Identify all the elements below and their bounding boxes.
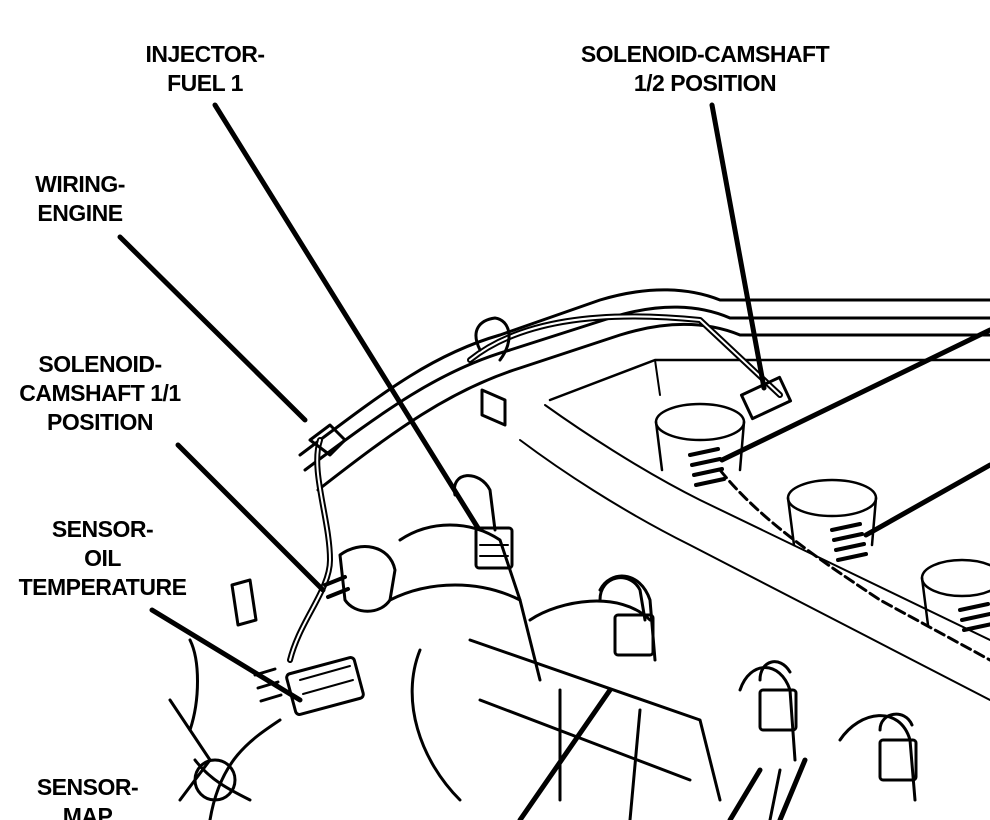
label-line: SOLENOID- — [38, 351, 162, 377]
label-sensor-map: SENSOR- MAP — [0, 773, 175, 820]
label-line: SENSOR- — [51, 516, 154, 542]
label-line: MAP — [62, 803, 113, 820]
valve-cover — [298, 288, 990, 701]
label-line: OIL — [84, 545, 121, 571]
label-line: 1/2 POSITION — [633, 70, 777, 96]
engine-harness — [287, 313, 990, 663]
label-injector-fuel-1: INJECTOR- FUEL 1 — [105, 40, 305, 98]
label-line: SOLENOID-CAMSHAFT — [580, 41, 830, 67]
label-line: WIRING- — [35, 171, 125, 197]
label-solenoid-camshaft-1-1: SOLENOID- CAMSHAFT 1/1 POSITION — [0, 350, 200, 437]
label-line: POSITION — [47, 409, 153, 435]
label-solenoid-camshaft-1-2: SOLENOID-CAMSHAFT 1/2 POSITION — [540, 40, 870, 98]
intake-manifold — [388, 523, 917, 820]
front-engine-components — [168, 423, 397, 820]
label-sensor-oil-temperature: SENSOR- OIL TEMPERATURE — [0, 515, 205, 602]
label-line: INJECTOR- — [145, 41, 265, 67]
label-line: CAMSHAFT 1/1 — [19, 380, 181, 406]
ignition-coils — [654, 402, 990, 632]
label-wiring-engine: WIRING- ENGINE — [10, 170, 150, 228]
label-line: ENGINE — [37, 200, 123, 226]
leader-lines — [117, 102, 990, 820]
label-line: TEMPERATURE — [18, 574, 187, 600]
injector-connectors — [453, 474, 918, 782]
label-line: FUEL 1 — [167, 70, 243, 96]
label-line: SENSOR- — [36, 774, 139, 800]
